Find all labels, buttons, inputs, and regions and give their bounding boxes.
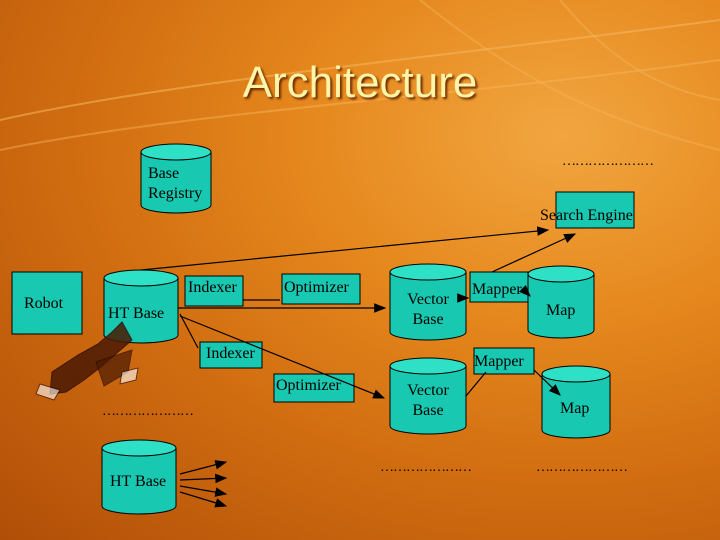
vector-base-top-cylinder[interactable]	[389, 263, 467, 341]
ellipsis-bottom-right: …………………	[536, 460, 628, 475]
optimizer-top-box[interactable]	[281, 273, 361, 305]
vector-base-bottom-cylinder[interactable]	[389, 357, 467, 435]
slide-title: Architecture	[242, 58, 478, 107]
optimizer-top-label: Optimizer	[284, 279, 349, 296]
mapper-mid-label: Mapper	[474, 353, 524, 370]
map-top-cylinder[interactable]	[527, 265, 595, 339]
optimizer-bottom-box[interactable]	[273, 373, 355, 403]
vector-base-bottom-label: Vector Base	[392, 381, 464, 421]
base-registry-line-1: Base	[148, 165, 180, 182]
base-registry-cylinder[interactable]	[140, 143, 212, 214]
base-registry-line-2: Registry	[148, 185, 203, 202]
vector-base-top-line-2: Base	[412, 311, 444, 328]
map-bottom-label: Map	[560, 400, 590, 417]
indexer-mid-box[interactable]	[199, 341, 263, 369]
ht-base-top-label: HT Base	[108, 305, 165, 322]
search-engine-box[interactable]	[555, 191, 635, 229]
indexer-mid-label: Indexer	[206, 345, 255, 362]
robot-box[interactable]	[11, 271, 83, 335]
ellipsis-top-right: …………………	[562, 154, 654, 169]
vector-base-bottom-line-1: Vector	[407, 382, 449, 399]
indexer-top-label: Indexer	[188, 279, 237, 296]
mapper-mid-box[interactable]	[473, 347, 535, 375]
ht-base-bottom-label: HT Base	[110, 473, 167, 490]
vector-base-bottom-line-2: Base	[412, 402, 444, 419]
connectors	[140, 226, 577, 508]
mapper-top-label: Mapper	[472, 281, 522, 298]
vector-base-top-label: Vector Base	[392, 290, 464, 330]
ht-base-bottom-cylinder[interactable]	[101, 439, 177, 515]
base-registry-label: Base Registry	[148, 164, 202, 204]
runner-silhouette-icon	[35, 321, 139, 401]
vector-base-top-line-1: Vector	[407, 291, 449, 308]
robot-label: Robot	[24, 295, 64, 312]
search-engine-label: Search Engine	[540, 207, 633, 224]
ellipsis-left: …………………	[102, 404, 194, 419]
indexer-top-box[interactable]	[184, 275, 244, 307]
ellipsis-bottom-center: …………………	[380, 460, 472, 475]
optimizer-bottom-label: Optimizer	[276, 377, 341, 394]
map-top-label: Map	[546, 302, 576, 319]
